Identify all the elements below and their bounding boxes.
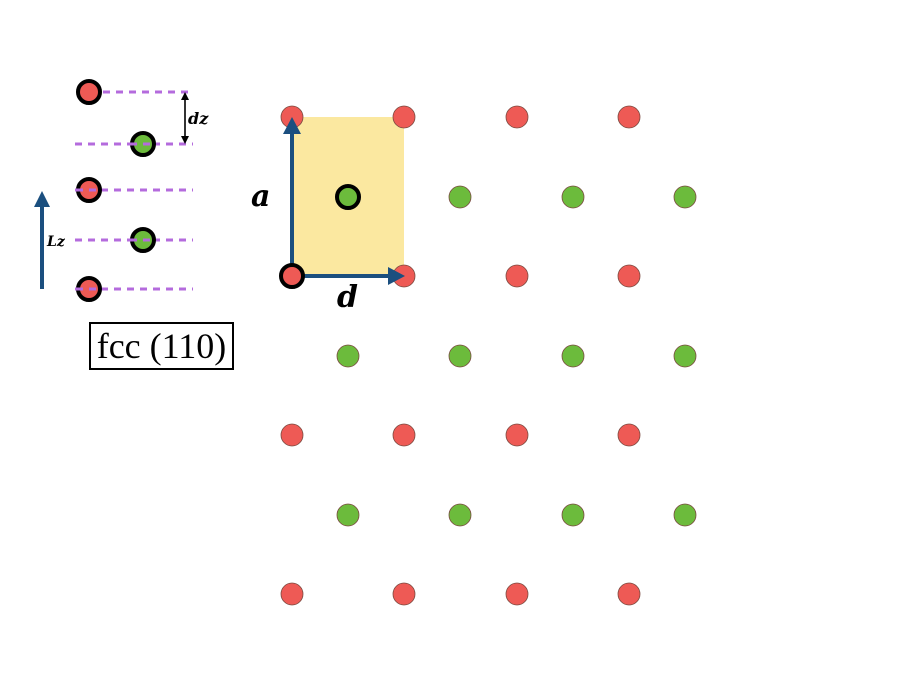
atom-green	[448, 185, 472, 209]
atom-green	[673, 503, 697, 527]
dz-label: dz	[188, 109, 209, 128]
atom-green	[336, 503, 360, 527]
atom-green	[673, 185, 697, 209]
atom-red	[617, 582, 641, 606]
side-view-overlay-lines	[76, 142, 156, 291]
highlighted-atom	[335, 184, 361, 210]
atom-red	[392, 423, 416, 447]
atom-green	[336, 344, 360, 368]
atom-red	[280, 423, 304, 447]
vector-d-label: d	[337, 280, 358, 315]
lz-arrow-icon	[34, 191, 50, 289]
atom-red	[392, 105, 416, 129]
unit-cell-highlighted-atoms	[279, 184, 361, 289]
atom-red	[505, 105, 529, 129]
atom-red	[505, 264, 529, 288]
atom-green	[561, 185, 585, 209]
dz-arrow-icon	[181, 92, 189, 144]
atom-red	[505, 423, 529, 447]
atom-green	[561, 503, 585, 527]
atom-green	[448, 503, 472, 527]
highlighted-atom	[279, 263, 305, 289]
atom-green	[561, 344, 585, 368]
atom-green	[448, 344, 472, 368]
top-view-atom-lattice	[280, 105, 697, 606]
atom-green	[673, 344, 697, 368]
atom-red	[392, 582, 416, 606]
side-atom-red	[76, 79, 102, 105]
lz-label: Lz	[46, 234, 66, 250]
lattice-vectors	[283, 117, 405, 285]
atom-red	[617, 423, 641, 447]
vector-a-label: a	[251, 179, 270, 214]
atom-red	[280, 582, 304, 606]
structure-label-box: fcc (110)	[89, 322, 234, 370]
atom-red	[617, 105, 641, 129]
atom-red	[617, 264, 641, 288]
atom-red	[505, 582, 529, 606]
